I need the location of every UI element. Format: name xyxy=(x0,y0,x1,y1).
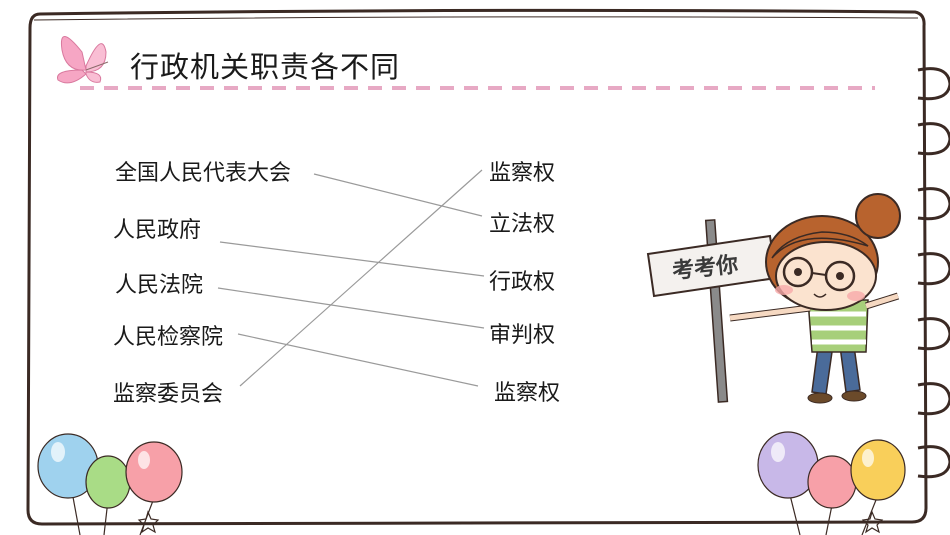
match-line-procuratorate xyxy=(237,333,479,387)
page-title: 行政机关职责各不同 xyxy=(130,50,401,84)
match-line-supervision xyxy=(239,169,483,387)
matching-lines xyxy=(217,169,485,387)
match-line-npc xyxy=(313,173,483,217)
match-line-court xyxy=(217,287,485,329)
right-item-legislative-power: 立法权 xyxy=(489,212,556,237)
left-item-procuratorate: 人民检察院 xyxy=(113,325,224,350)
left-item-supervision-commission: 监察委员会 xyxy=(113,382,224,407)
sign-label: 考考你 xyxy=(671,252,740,285)
right-item-administrative-power: 行政权 xyxy=(489,270,556,295)
spiral-rings-icon xyxy=(917,67,950,479)
girl-with-sign-illustration xyxy=(646,193,901,404)
match-line-government xyxy=(219,241,485,277)
butterfly-icon xyxy=(57,36,109,84)
left-item-government: 人民政府 xyxy=(113,218,202,243)
left-item-npc: 全国人民代表大会 xyxy=(115,161,292,186)
right-item-supervision-power: 监察权 xyxy=(489,161,556,186)
balloons-right-icon xyxy=(757,431,906,535)
balloons-left-icon xyxy=(37,433,183,535)
left-item-court: 人民法院 xyxy=(115,273,204,298)
right-item-supervision-power-2: 监察权 xyxy=(494,381,561,406)
right-item-judicial-power: 审判权 xyxy=(489,323,556,348)
notebook-frame xyxy=(26,8,928,526)
